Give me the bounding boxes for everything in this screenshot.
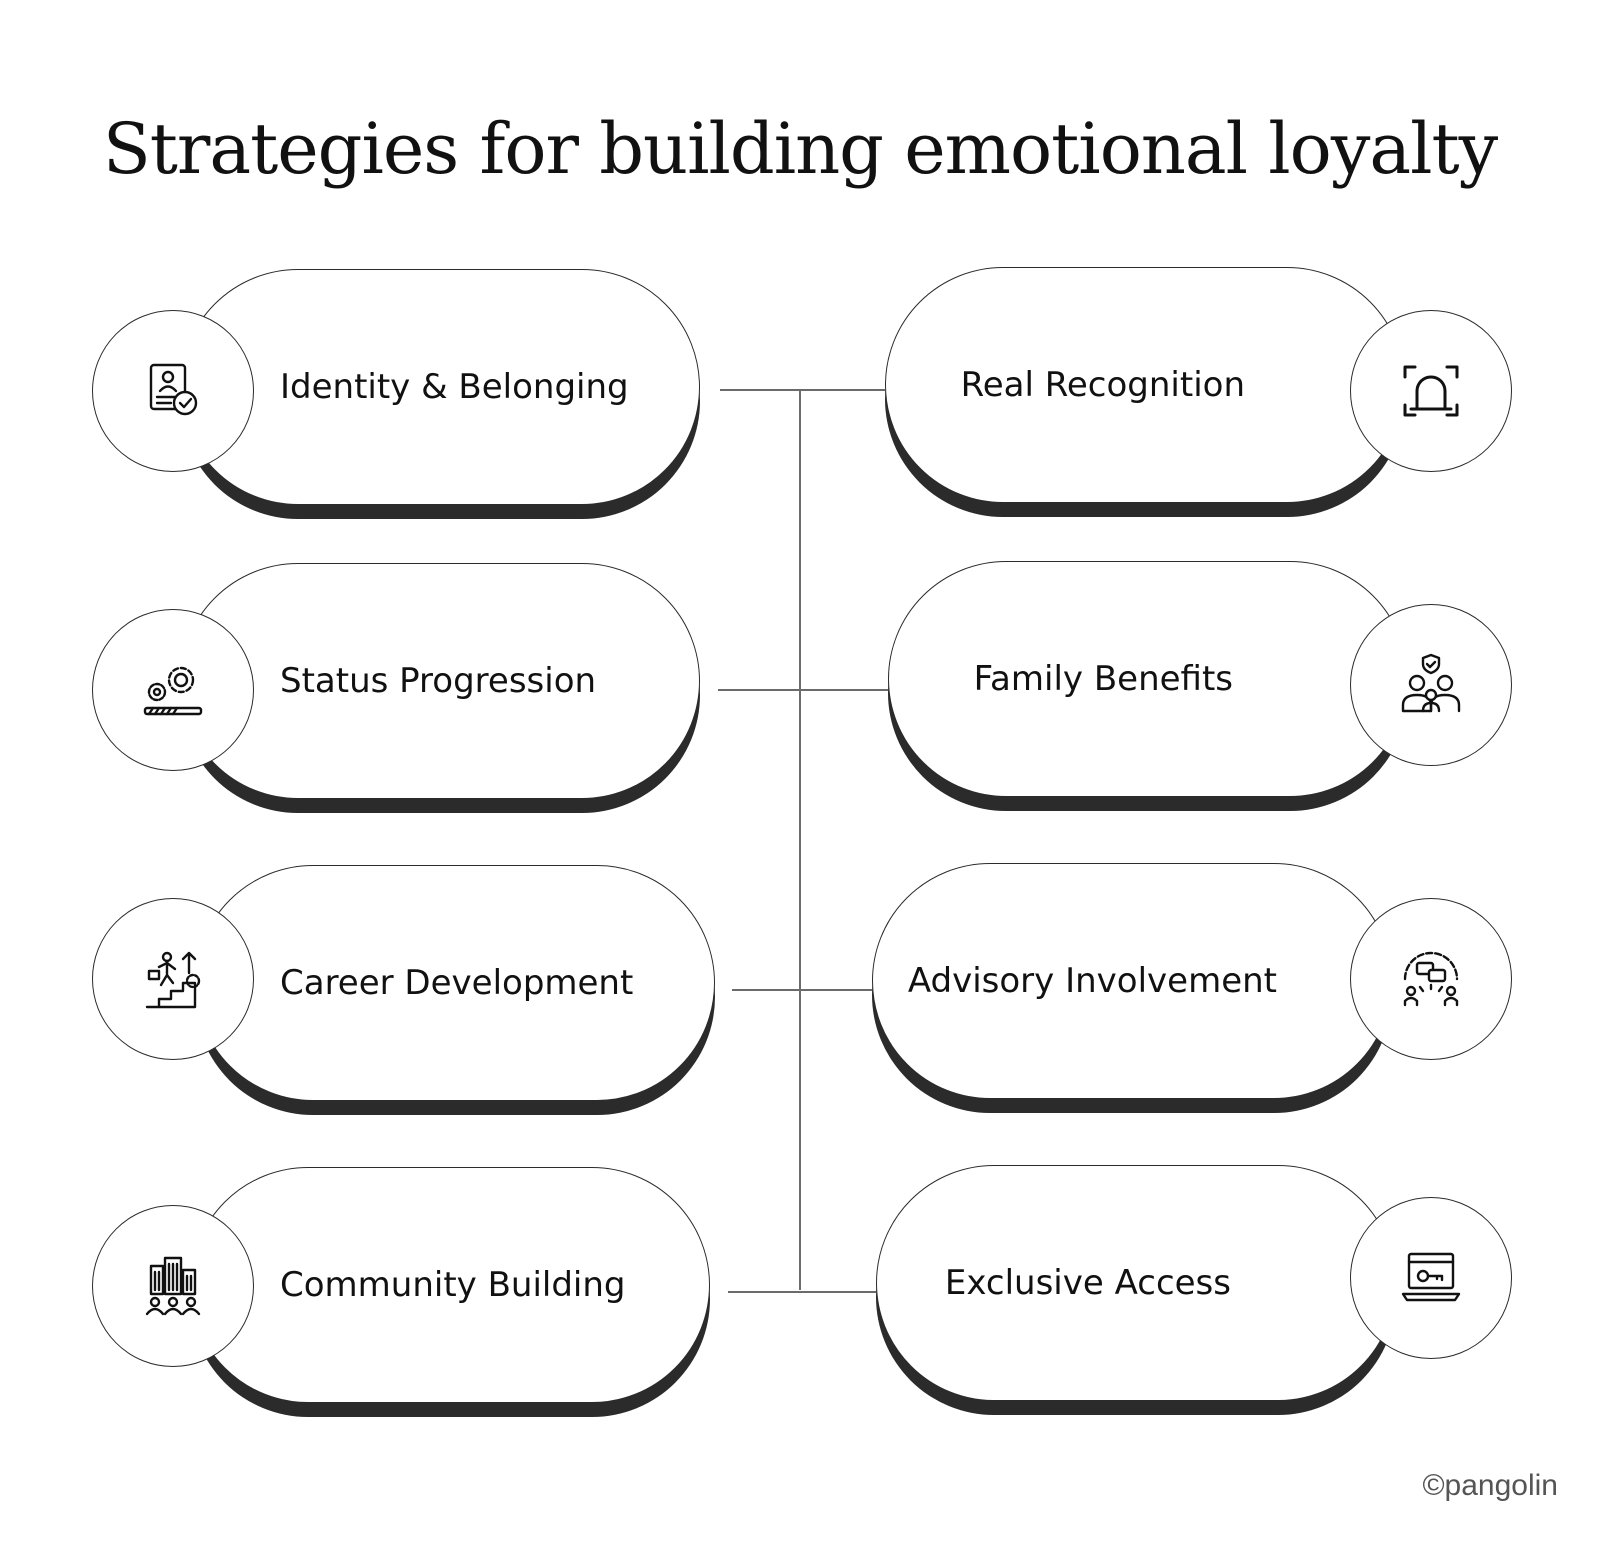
strategy-label: Exclusive Access (944, 1263, 1231, 1303)
advisory-discussion-icon (1350, 898, 1512, 1060)
id-card-check-icon (92, 310, 254, 472)
strategy-card-real-recognition: Real Recognition (885, 267, 1405, 517)
strategy-card-identity-belonging: Identity & Belonging (180, 269, 700, 519)
career-stairs-icon (92, 898, 254, 1060)
strategy-card-advisory-involvement: Advisory Involvement (872, 863, 1392, 1113)
strategy-label: Career Development (280, 963, 634, 1003)
watermark-copyright: ©pangolin (1422, 1469, 1558, 1502)
diagram-title: Strategies for building emotional loyalt… (102, 108, 1498, 190)
strategy-card-status-progression: Status Progression (180, 563, 700, 813)
strategy-label: Status Progression (280, 661, 597, 701)
strategy-label: Family Benefits (973, 659, 1233, 699)
gears-progress-icon (92, 609, 254, 771)
strategy-label: Community Building (280, 1265, 626, 1305)
strategy-label: Identity & Belonging (280, 367, 629, 407)
strategy-card-family-benefits: Family Benefits (888, 561, 1408, 811)
family-shield-icon (1350, 604, 1512, 766)
strategy-card-exclusive-access: Exclusive Access (876, 1165, 1396, 1415)
community-buildings-icon (92, 1205, 254, 1367)
strategy-card-community-building: Community Building (190, 1167, 710, 1417)
strategy-card-career-development: Career Development (195, 865, 715, 1115)
laptop-key-icon (1350, 1197, 1512, 1359)
strategy-label: Advisory Involvement (907, 961, 1277, 1001)
strategy-label: Real Recognition (960, 365, 1245, 405)
face-recognition-icon (1350, 310, 1512, 472)
